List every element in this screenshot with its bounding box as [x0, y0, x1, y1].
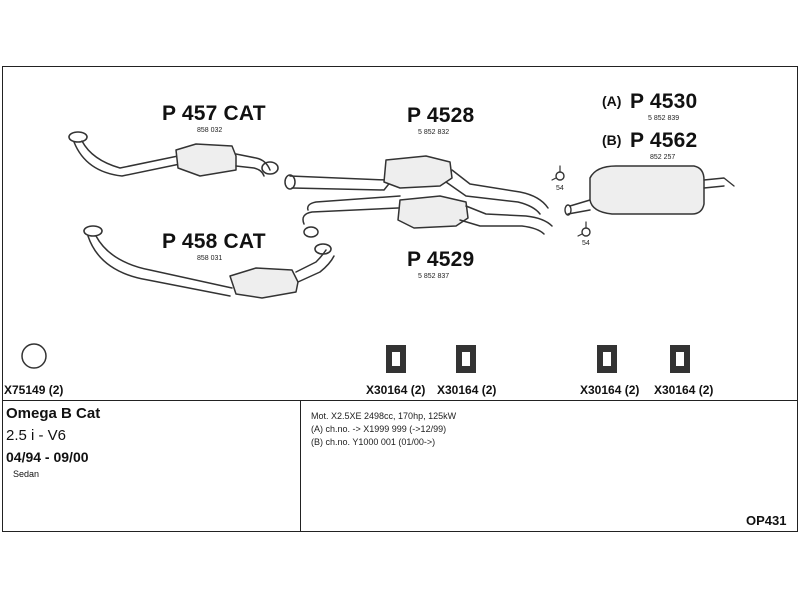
rear-silencer: [564, 165, 735, 216]
info-panel-divider: [2, 400, 798, 401]
vehicle-model: Omega B Cat: [6, 405, 101, 422]
diagram-frame: [2, 66, 798, 532]
part-label-p4529: P 4529: [407, 248, 475, 271]
clamp-label-2: X30164 (2): [437, 383, 497, 397]
part-number-p457: 858 032: [197, 127, 223, 134]
clamp-ring-x75149: [21, 343, 47, 369]
part-label-p4530: P 4530: [630, 90, 698, 113]
note-variant-a: (A) ch.no. -> X1999 999 (->12/99): [311, 424, 447, 434]
part-number-p4530: 5 852 839: [648, 115, 680, 122]
part-number-p4528: 5 852 832: [418, 129, 450, 136]
note-variant-b: (B) ch.no. Y1000 001 (01/00->): [311, 437, 436, 447]
vehicle-engine: 2.5 i - V6: [6, 427, 67, 444]
hanger-bottom-label: 54: [582, 240, 590, 247]
info-panel-column-divider: [300, 400, 301, 532]
rubber-mount-1: [386, 345, 406, 373]
clamp-label-1: X30164 (2): [366, 383, 426, 397]
diagram-code: OP431: [746, 513, 787, 528]
clamp-label-4: X30164 (2): [654, 383, 714, 397]
middle-silencer-p4529: [302, 195, 553, 238]
vehicle-years: 04/94 - 09/00: [6, 449, 89, 465]
part-label-p457: P 457 CAT: [162, 102, 266, 125]
note-engine: Mot. X2.5XE 2498cc, 170hp, 125kW: [311, 411, 457, 421]
hanger-top-label: 54: [556, 185, 564, 192]
vehicle-body: Sedan: [13, 469, 40, 479]
variant-b-prefix: (B): [602, 132, 622, 148]
part-number-p4562: 852 257: [650, 154, 676, 161]
part-label-p458: P 458 CAT: [162, 230, 266, 253]
part-label-p4562: P 4562: [630, 129, 698, 152]
hanger-top: [551, 165, 565, 181]
middle-silencer-p4528: [284, 155, 549, 215]
rubber-mount-3: [597, 345, 617, 373]
hanger-bottom: [577, 221, 591, 237]
front-pipe-cat-p458: [83, 225, 335, 299]
part-number-p4529: 5 852 837: [418, 273, 450, 280]
front-pipe-cat-p457: [68, 131, 279, 177]
part-label-p4528: P 4528: [407, 104, 475, 127]
rubber-mount-4: [670, 345, 690, 373]
rubber-mount-2: [456, 345, 476, 373]
clamp-label-3: X30164 (2): [580, 383, 640, 397]
clamp-label-x75149: X75149 (2): [4, 383, 64, 397]
variant-a-prefix: (A): [602, 93, 622, 109]
part-number-p458: 858 031: [197, 255, 223, 262]
